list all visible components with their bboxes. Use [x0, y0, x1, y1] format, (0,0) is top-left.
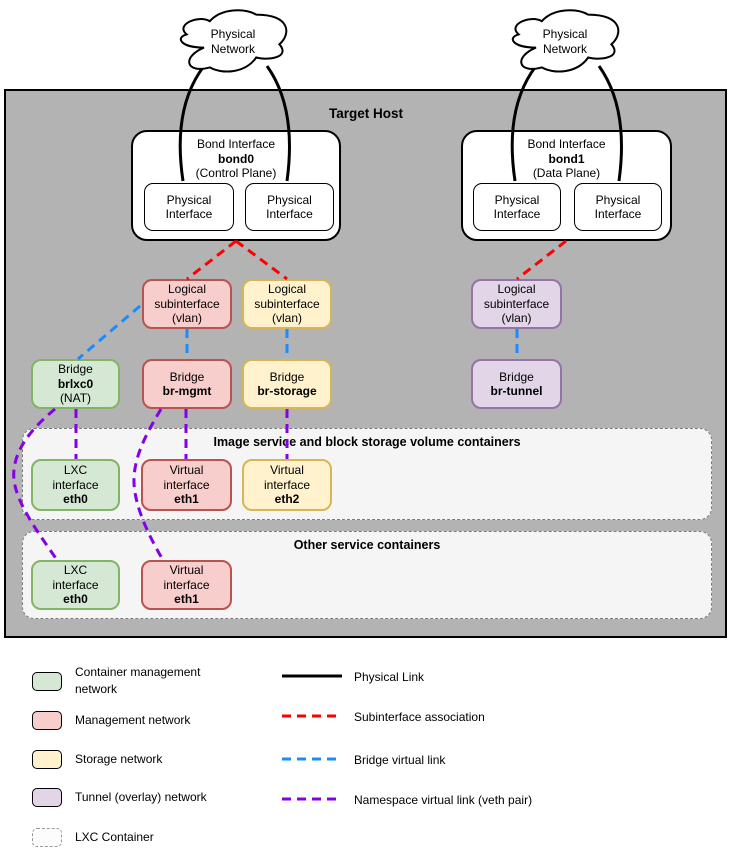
- bridge-name: br-storage: [257, 384, 317, 398]
- subinterface-label: Logical: [167, 282, 207, 297]
- bond1-label: Bond Interface: [527, 137, 606, 151]
- iface-label: Virtual: [169, 463, 204, 478]
- bridge-name: br-mgmt: [162, 384, 212, 398]
- iface-name: eth0: [63, 492, 88, 507]
- subinterface-label: Logical: [497, 282, 536, 297]
- physical-interface-box: Physical Interface: [473, 183, 561, 231]
- iface-label: interface: [163, 477, 210, 492]
- legend-label: Storage network: [75, 752, 163, 766]
- c2-lxc-eth0-box: LXC interface eth0: [31, 560, 120, 610]
- iface-label: interface: [52, 477, 99, 492]
- bridge-name: brlxc0: [57, 376, 94, 391]
- legend-line-namespace-virtual: [282, 797, 342, 801]
- container-group-title: Other service containers: [293, 538, 441, 552]
- bridge-label: Bridge: [58, 362, 93, 377]
- legend-swatch-management: [32, 711, 62, 730]
- legend-label: Bridge virtual link: [354, 753, 446, 767]
- physical-interface-label: Physical: [166, 192, 212, 207]
- legend-line-physical: [282, 674, 342, 678]
- bond0-box: Bond Interface bond0 (Control Plane) Phy…: [131, 130, 341, 241]
- cloud-text: Network: [210, 41, 255, 56]
- cloud-label-right: Physical Network: [507, 27, 623, 56]
- legend-line-subinterface: [282, 714, 342, 718]
- bridge-brlxc0-box: Bridge brlxc0 (NAT): [31, 359, 120, 409]
- cloud-text: Physical: [542, 27, 588, 41]
- iface-label: Virtual: [169, 563, 204, 578]
- physical-interface-box: Physical Interface: [574, 183, 662, 231]
- subinterface-storage-box: Logical subinterface (vlan): [242, 279, 332, 329]
- bond1-name: bond1: [548, 151, 585, 166]
- iface-label: interface: [263, 477, 311, 492]
- physical-interface-label: Physical: [494, 192, 540, 207]
- subinterface-mgmt-box: Logical subinterface (vlan): [142, 279, 232, 329]
- container-group-image-storage: Image service and block storage volume c…: [22, 428, 712, 520]
- container-group-other: Other service containers: [22, 531, 712, 619]
- iface-label: interface: [163, 577, 210, 592]
- bridge-br-mgmt-box: Bridge br-mgmt: [142, 359, 232, 409]
- legend-label: Subinterface association: [354, 710, 485, 724]
- bridge-br-tunnel-box: Bridge br-tunnel: [471, 359, 562, 409]
- subinterface-tunnel-box: Logical subinterface (vlan): [471, 279, 562, 329]
- legend-label: Management network: [75, 713, 191, 727]
- bond1-plane: (Data Plane): [532, 166, 601, 180]
- legend-label: Tunnel (overlay) network: [75, 790, 207, 804]
- legend-label: Container management network: [75, 665, 201, 696]
- target-host-title: Target Host: [328, 106, 403, 121]
- iface-name: eth2: [274, 492, 300, 507]
- c1-virtual-eth2-box: Virtual interface eth2: [242, 459, 332, 511]
- legend-label: Physical Link: [354, 670, 425, 684]
- bridge-label: Bridge: [169, 369, 205, 384]
- physical-interface-label: Interface: [266, 207, 313, 221]
- legend-swatch-lxc-container: [32, 828, 62, 847]
- legend-label: LXC Container: [75, 830, 154, 844]
- physical-interface-label: Interface: [165, 207, 213, 221]
- bond1-box: Bond Interface bond1 (Data Plane) Physic…: [461, 130, 672, 241]
- iface-label: LXC: [63, 563, 88, 578]
- physical-interface-label: Physical: [267, 192, 312, 207]
- c1-virtual-eth1-box: Virtual interface eth1: [141, 459, 232, 511]
- physical-interface-label: Interface: [594, 207, 642, 221]
- bridge-name: br-tunnel: [490, 384, 543, 398]
- physical-interface-box: Physical Interface: [245, 183, 334, 231]
- bridge-label: Bridge: [269, 369, 305, 384]
- physical-interface-label: Physical: [595, 192, 641, 207]
- subinterface-label: subinterface: [483, 296, 550, 311]
- physical-interface-box: Physical Interface: [144, 183, 234, 231]
- subinterface-label: (vlan): [271, 311, 302, 326]
- iface-label: LXC: [63, 463, 88, 478]
- iface-name: eth0: [63, 592, 88, 607]
- iface-name: eth1: [174, 492, 199, 507]
- c1-lxc-eth0-box: LXC interface eth0: [31, 459, 120, 511]
- legend-swatch-tunnel: [32, 788, 62, 807]
- legend-swatch-storage: [32, 750, 62, 769]
- cloud-label-left: Physical Network: [175, 27, 291, 56]
- subinterface-label: (vlan): [501, 311, 532, 326]
- legend-label: Namespace virtual link (veth pair): [354, 793, 533, 807]
- bond0-name: bond0: [218, 151, 254, 166]
- bond0-label: Bond Interface: [196, 137, 276, 151]
- cloud-text: Network: [542, 41, 587, 56]
- iface-label: Virtual: [270, 463, 304, 478]
- legend-line-bridge-virtual: [282, 757, 342, 761]
- subinterface-label: subinterface: [254, 296, 320, 311]
- subinterface-label: Logical: [267, 282, 307, 297]
- subinterface-label: subinterface: [154, 296, 220, 311]
- legend-swatch-container-mgmt: [32, 672, 62, 691]
- physical-interface-label: Interface: [493, 207, 541, 221]
- container-group-title: Image service and block storage volume c…: [213, 435, 521, 449]
- c2-virtual-eth1-box: Virtual interface eth1: [141, 560, 232, 610]
- bridge-label: (NAT): [59, 391, 92, 406]
- bridge-label: Bridge: [499, 369, 534, 384]
- subinterface-label: (vlan): [171, 311, 202, 326]
- iface-name: eth1: [174, 592, 199, 607]
- bond0-plane: (Control Plane): [195, 166, 277, 180]
- iface-label: interface: [52, 577, 99, 592]
- cloud-text: Physical: [210, 27, 256, 41]
- bridge-br-storage-box: Bridge br-storage: [242, 359, 332, 409]
